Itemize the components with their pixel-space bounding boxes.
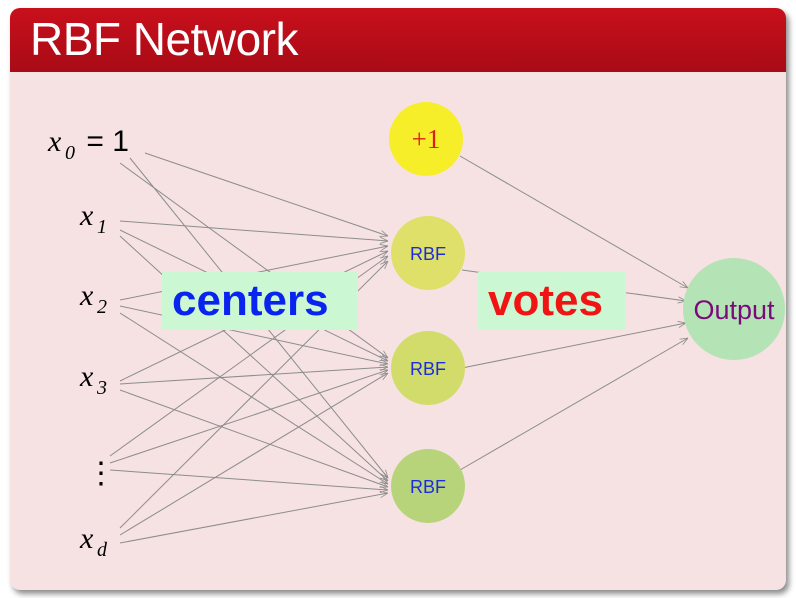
edge bbox=[119, 493, 388, 544]
bias-node bbox=[389, 102, 463, 176]
slide: RBF Network bbox=[10, 8, 786, 590]
output-node bbox=[683, 258, 785, 360]
input-var: x bbox=[79, 522, 94, 555]
edge bbox=[119, 312, 388, 484]
edge bbox=[461, 323, 686, 369]
bias-label: +1 bbox=[412, 124, 441, 154]
vertical-ellipsis: ⋮ bbox=[86, 457, 116, 490]
edge bbox=[459, 338, 688, 471]
slide-title: RBF Network bbox=[30, 13, 298, 65]
input-var: x bbox=[79, 199, 94, 232]
edge bbox=[459, 155, 688, 288]
rbf-node-3 bbox=[391, 449, 465, 523]
rbf-node-1 bbox=[391, 216, 465, 290]
centers-callout: centers bbox=[162, 272, 358, 330]
edge bbox=[119, 367, 388, 385]
input-x2: x 2 bbox=[79, 279, 107, 318]
input-sub: 2 bbox=[97, 296, 107, 318]
edge bbox=[119, 220, 388, 241]
centers-label: centers bbox=[172, 276, 329, 325]
rbf-label-1: RBF bbox=[410, 244, 446, 264]
edge bbox=[109, 370, 388, 464]
title-bar: RBF Network bbox=[10, 8, 786, 72]
edge bbox=[119, 389, 388, 487]
edge bbox=[109, 469, 388, 490]
input-suffix: = 1 bbox=[78, 125, 129, 158]
input-var: x bbox=[79, 360, 94, 393]
input-sub: 0 bbox=[65, 142, 75, 164]
edge bbox=[144, 152, 388, 236]
input-xd: x d bbox=[79, 522, 108, 561]
edge bbox=[119, 373, 388, 536]
input-x3: x 3 bbox=[79, 360, 107, 399]
rbf-label-2: RBF bbox=[410, 359, 446, 379]
output-label: Output bbox=[693, 295, 775, 325]
network-diagram: +1 RBF RBF RBF Output x 0 = 1 x 1 x 2 x … bbox=[47, 102, 785, 561]
input-sub: 3 bbox=[96, 377, 107, 399]
votes-callout: votes bbox=[478, 272, 626, 330]
votes-label: votes bbox=[488, 276, 603, 325]
input-sub: d bbox=[97, 539, 108, 561]
input-sub: 1 bbox=[97, 216, 107, 238]
input-x1: x 1 bbox=[79, 199, 107, 238]
rbf-node-2 bbox=[391, 331, 465, 405]
input-var: x bbox=[47, 125, 62, 158]
rbf-label-3: RBF bbox=[410, 477, 446, 497]
input-ellipsis: ⋮ bbox=[86, 457, 116, 490]
input-var: x bbox=[79, 279, 94, 312]
input-x0: x 0 = 1 bbox=[47, 125, 129, 164]
